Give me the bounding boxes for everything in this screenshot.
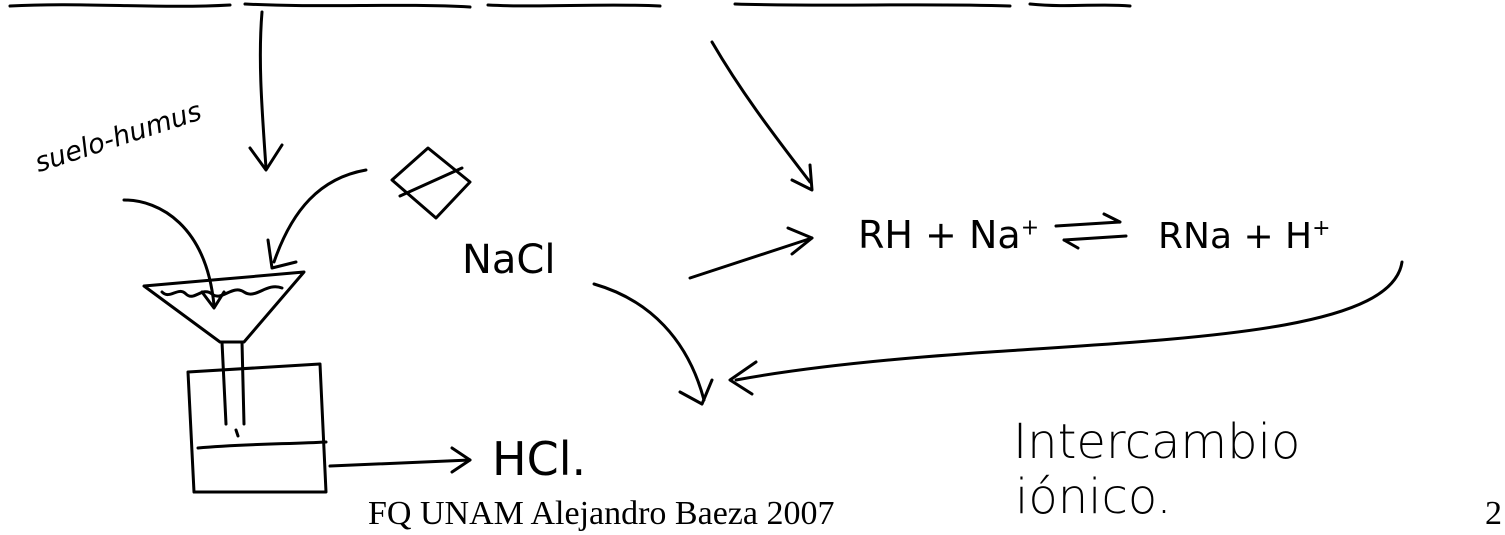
title-line-1: Intercambio [1013, 414, 1301, 470]
arrow-top-right-head [790, 163, 814, 192]
arrow-top-left-head [248, 143, 284, 172]
cut-off-top-text [8, 2, 1132, 9]
arrow-nacl-to-hcl [592, 282, 706, 402]
arrow-beaker-to-hcl [328, 458, 472, 468]
arrow-crystal-to-funnel-head [266, 238, 298, 270]
salt-crystal-icon [390, 146, 472, 220]
equation-right: RNa + H+ [1158, 218, 1331, 255]
arrow-equation-to-hcl [734, 260, 1404, 382]
funnel-soil [160, 285, 284, 298]
arrow-beaker-to-hcl-head [450, 446, 472, 474]
arrow-crystal-to-funnel [272, 168, 368, 264]
title-line-2: iónico. [1015, 469, 1172, 525]
beaker-liquid [196, 440, 328, 450]
beaker-icon [186, 362, 328, 494]
footer-credit: FQ UNAM Alejandro Baeza 2007 [368, 495, 835, 532]
arrow-soil-to-funnel [122, 198, 216, 307]
arrow-nacl-to-hcl-head [678, 378, 714, 406]
product-label: HCl. [492, 432, 587, 486]
arrow-soil-to-funnel-head [200, 290, 226, 310]
arrow-top-left [258, 10, 268, 170]
equation-right-charge: + [1312, 216, 1331, 241]
equation-left-charge: + [1020, 215, 1040, 241]
funnel-icon [142, 270, 306, 344]
equilibrium-arrow-icon [1054, 212, 1128, 250]
arrow-nacl-to-equation [688, 236, 814, 280]
beaker-drop [234, 428, 240, 438]
arrow-top-right [710, 40, 812, 184]
page-number: 2 [1485, 495, 1502, 532]
equation-left-text: RH + Na [858, 213, 1021, 257]
equation-left: RH + Na+ [858, 216, 1039, 254]
funnel-stem [220, 340, 246, 426]
arrow-equation-to-hcl-head [728, 360, 758, 396]
equation-right-text: RNa + H [1158, 216, 1313, 257]
arrow-nacl-to-equation-head [786, 226, 814, 256]
salt-label: NaCl [462, 237, 556, 283]
